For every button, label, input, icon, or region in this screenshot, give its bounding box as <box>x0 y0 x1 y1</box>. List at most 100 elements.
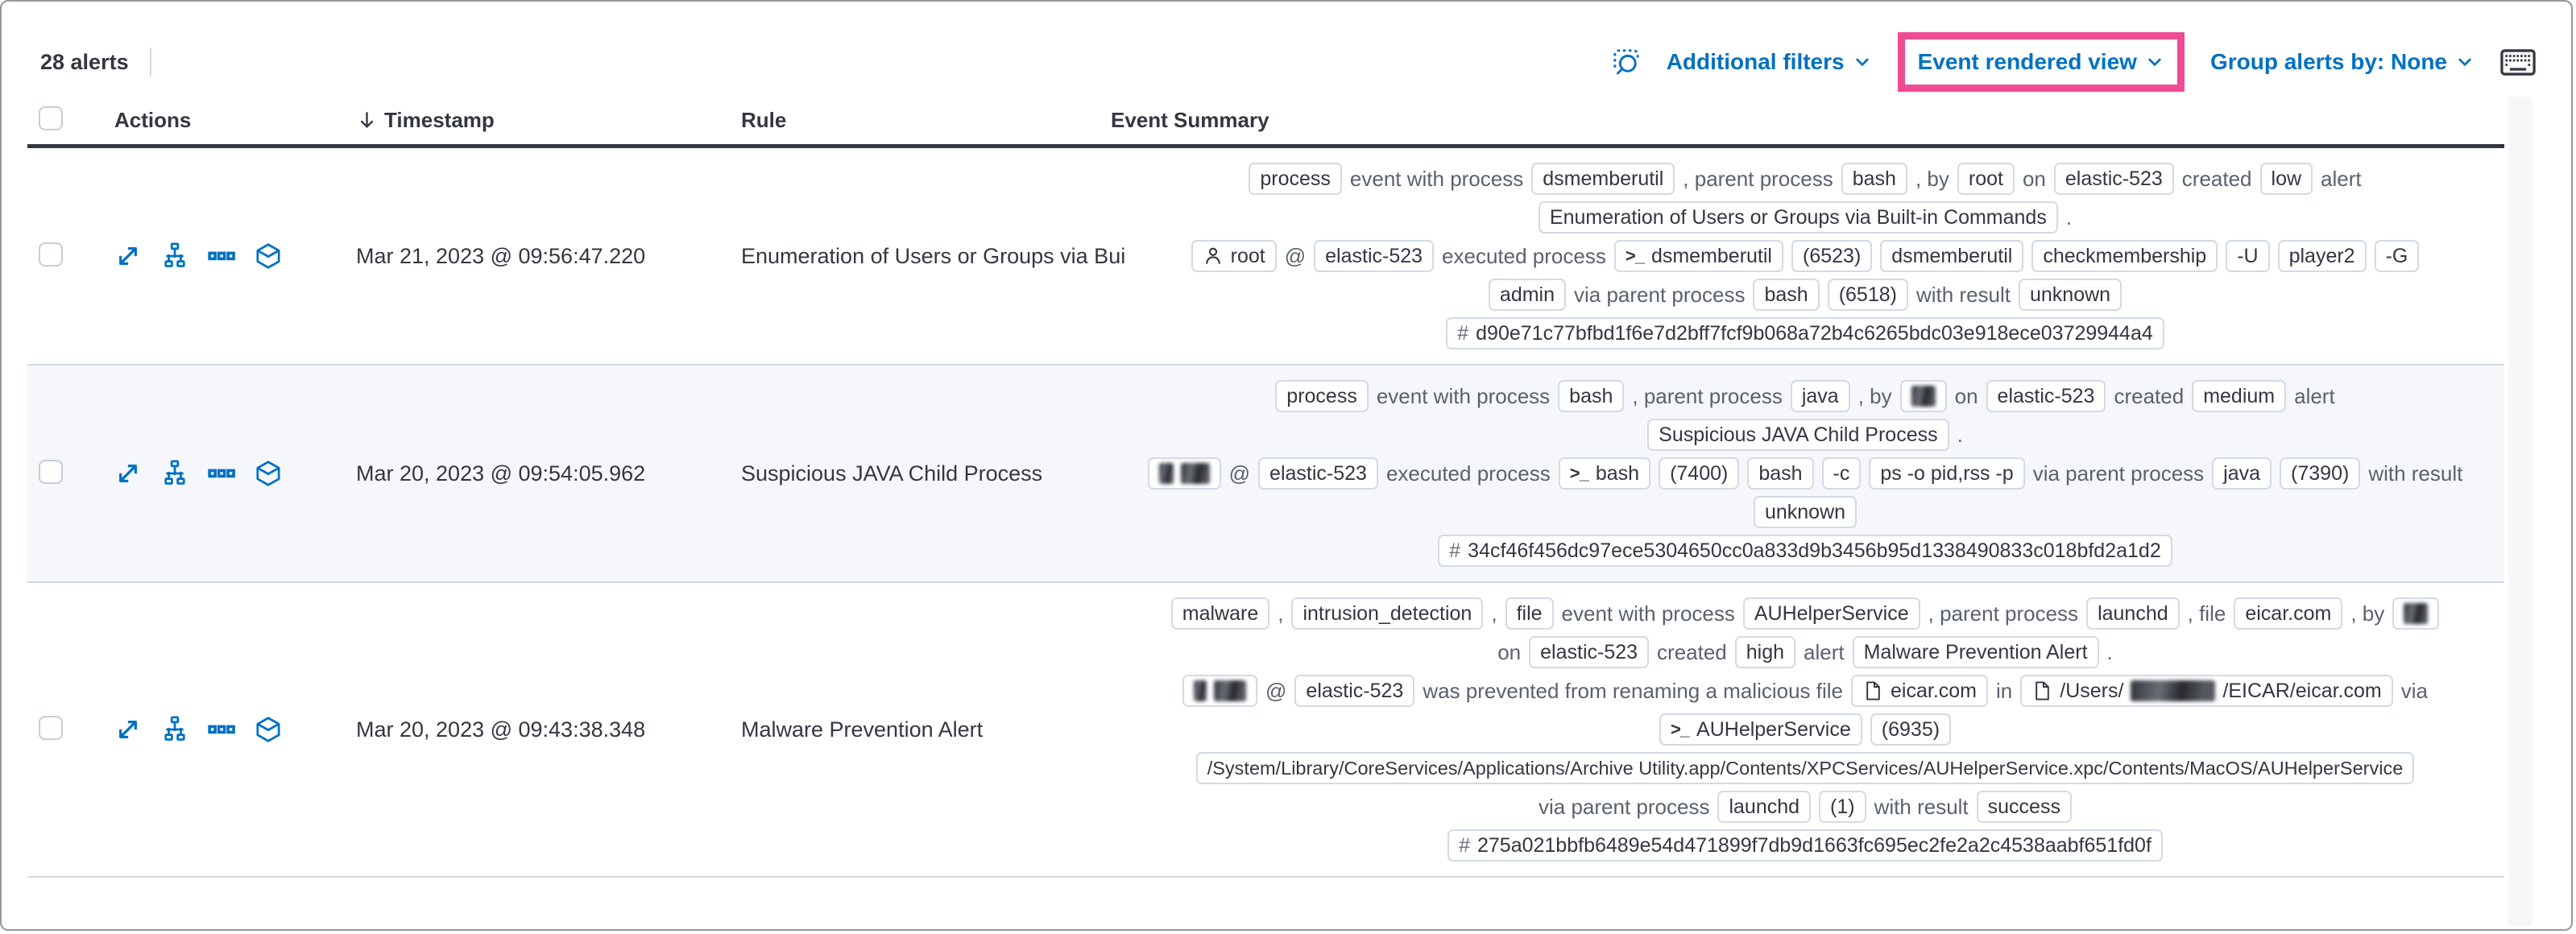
toolbar-left: 28 alerts <box>40 48 151 76</box>
inspect-button[interactable] <box>1612 48 1641 76</box>
badge-text: unknown <box>2030 283 2111 306</box>
field-badge: admin <box>1488 279 1567 311</box>
header-checkbox-cell <box>27 106 110 134</box>
field-badge: elastic-523 <box>1986 380 2106 412</box>
timestamp-cell: Mar 20, 2023 @ 09:43:38.348 <box>356 717 646 742</box>
expand-button[interactable] <box>114 242 142 270</box>
event-rendered-view-label: Event rendered view <box>1917 49 2137 74</box>
field-badge: -G <box>2374 240 2420 272</box>
group-alerts-button[interactable]: Group alerts by: None <box>2210 49 2475 75</box>
badge-text: elastic-523 <box>2065 167 2163 190</box>
more-actions-button[interactable] <box>208 242 235 270</box>
event-summary-line: Enumeration of Users or Groups via Built… <box>1109 198 2501 237</box>
open-session-view-button[interactable] <box>255 242 282 270</box>
chevron-down-icon <box>2148 58 2161 67</box>
more-actions-button[interactable] <box>208 460 235 487</box>
field-badge: elastic-523 <box>1529 636 1650 668</box>
summary-text: via parent process <box>1574 282 1746 307</box>
event-summary-line: via parent process launchd(1) with result s… <box>1109 787 2501 826</box>
summary-text: . <box>2065 205 2073 229</box>
analyze-event-icon <box>164 460 185 485</box>
redacted-text <box>1180 463 1210 484</box>
field-badge: java <box>2212 457 2272 490</box>
field-badge: intrusion_detection <box>1291 597 1484 630</box>
row-actions <box>110 460 351 487</box>
expand-icon <box>119 247 137 265</box>
badge-text: 34cf46f456dc97ece5304650cc0a833d9b3456b9… <box>1468 539 2161 562</box>
column-header-event-summary[interactable]: Event Summary <box>1106 108 2504 133</box>
field-badge: dsmemberutil <box>1880 240 2024 272</box>
badge-text: elastic-523 <box>1306 679 1404 702</box>
summary-text: , by <box>1915 166 1949 191</box>
field-badge <box>1899 380 1947 412</box>
field-badge: launchd <box>2086 597 2180 630</box>
summary-text: with result <box>1874 794 1969 819</box>
field-badge: success <box>1976 791 2072 823</box>
row-checkbox[interactable] <box>39 459 63 484</box>
expand-button[interactable] <box>114 716 142 743</box>
field-badge: process <box>1249 163 1342 195</box>
badge-text: -U <box>2237 244 2259 267</box>
additional-filters-button[interactable]: Additional filters <box>1667 49 1872 75</box>
event-rendered-view-button[interactable]: Event rendered view <box>1918 49 2164 75</box>
badge-text: Enumeration of Users or Groups via Built… <box>1549 205 2047 229</box>
field-badge: #34cf46f456dc97ece5304650cc0a833d9b3456b… <box>1438 535 2172 567</box>
badge-text: bash <box>1764 283 1808 306</box>
field-badge: -c <box>1821 457 1862 490</box>
row-checkbox[interactable] <box>39 715 63 740</box>
column-header-rule[interactable]: Rule <box>736 108 1106 133</box>
analyze-event-button[interactable] <box>161 460 188 487</box>
summary-text: alert <box>2294 383 2335 408</box>
analyze-event-button[interactable] <box>161 716 188 743</box>
badge-text: success <box>1987 795 2060 818</box>
badge-text: dsmemberutil <box>1543 167 1664 190</box>
summary-text: . <box>2106 639 2113 664</box>
badge-text: d90e71c77bfbd1f6e7d2bff7fcf9b068a72b4c62… <box>1476 321 2153 345</box>
badge-text: root <box>1968 167 2003 190</box>
highlight-annotation-box: Event rendered view <box>1897 32 2185 92</box>
more-actions-icon <box>208 251 235 261</box>
field-badge: (7390) <box>2280 457 2361 490</box>
column-header-timestamp[interactable]: Timestamp <box>351 108 736 133</box>
badge-text: /System/Library/CoreServices/Application… <box>1207 757 2404 779</box>
summary-text: via parent process <box>2032 461 2205 486</box>
badge-text: (6523) <box>1803 244 1862 267</box>
badge-text: bash <box>1852 167 1896 190</box>
event-summary-line: /System/Library/CoreServices/Application… <box>1109 749 2501 787</box>
summary-text: event with process <box>1561 601 1735 626</box>
open-session-view-button[interactable] <box>255 460 282 487</box>
field-badge: (1) <box>1819 791 1866 823</box>
row-checkbox-cell <box>27 459 110 488</box>
summary-text: executed process <box>1442 243 1606 268</box>
row-actions <box>110 242 351 270</box>
expand-button[interactable] <box>114 460 142 487</box>
open-session-view-button[interactable] <box>255 716 282 743</box>
field-badge: low <box>2259 163 2313 195</box>
file-icon <box>1862 680 1883 701</box>
summary-text: , <box>1278 601 1284 626</box>
more-actions-button[interactable] <box>208 716 235 743</box>
file-icon <box>2031 680 2052 701</box>
badge-text: java <box>2223 461 2261 485</box>
badge-text: high <box>1746 640 1785 663</box>
rule-cell: Malware Prevention Alert <box>741 717 984 742</box>
select-all-checkbox[interactable] <box>39 106 63 130</box>
badge-text: -c <box>1833 461 1850 485</box>
vertical-scrollbar[interactable] <box>2508 97 2533 926</box>
field-badge: launchd <box>1717 791 1812 823</box>
keyboard-shortcuts-button[interactable] <box>2500 48 2536 76</box>
summary-text: alert <box>2321 166 2362 191</box>
field-badge <box>1182 675 1258 707</box>
summary-text: via parent process <box>1539 794 1710 819</box>
open-session-view-icon <box>256 461 280 486</box>
rule-cell: Suspicious JAVA Child Process <box>741 461 1043 486</box>
analyze-event-button[interactable] <box>161 242 188 270</box>
summary-text: with result <box>2368 461 2463 486</box>
row-checkbox[interactable] <box>39 242 63 267</box>
chevron-down-icon <box>2458 58 2471 67</box>
field-badge: /System/Library/CoreServices/Application… <box>1195 752 2415 784</box>
